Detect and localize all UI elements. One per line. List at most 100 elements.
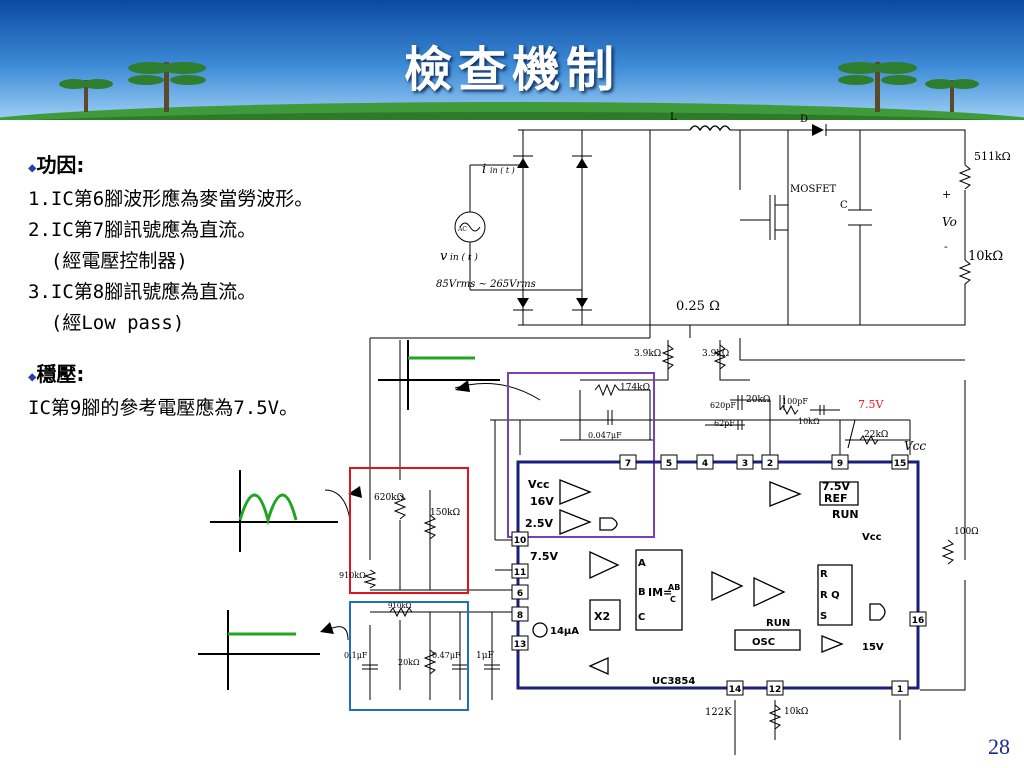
capacitor-label: 0.047μF [588,431,622,440]
capacitor-label: 620pF [710,401,736,410]
ref-voltage-label: 7.5V [858,398,884,411]
svg-text:2: 2 [767,459,773,469]
capacitor-label: 0.1μF [344,651,368,660]
bullet-line: 1.IC第6腳波形應為麥當勞波形。 [28,188,314,210]
inductor-label: L [670,112,677,123]
rectified-wave-pin6 [238,493,298,526]
svg-text:13: 13 [514,640,527,650]
diode-label: D [800,114,808,125]
resistor-label: 20kΩ [398,658,420,667]
ic-pin-11: 11 [511,563,529,579]
vo-minus-label: - [944,240,948,253]
ic-label: C [670,595,676,604]
ic-label: X2 [594,610,610,623]
sense-resistor-label: 0.25 Ω [676,299,720,314]
ic-label: 16V [530,495,554,508]
palm-tree-right-small-icon [925,79,979,112]
resistor-label: 910kΩ [339,571,366,580]
ic-name: UC3854 [652,676,695,687]
ic-label: R Q [820,590,840,601]
ic-pin-3: 3 [736,454,754,470]
svg-text:3: 3 [742,459,748,469]
resistor-label: 910kΩ [388,602,412,610]
resistor-label: 10kΩ [784,707,808,717]
diamond-bullet-icon: ◆ [28,160,37,176]
ic-pin-13: 13 [511,635,529,651]
ic-pin-15: 15 [891,454,909,470]
resistor-label: 10kΩ [968,249,1003,264]
resistor-label: 511kΩ [974,150,1011,163]
resistor-label: 3.9kΩ [702,349,729,359]
ic-label: OSC [752,637,775,648]
ic-pin-14: 14 [726,680,744,696]
banner-scenery [0,62,1024,120]
ic-label: IM= [648,586,672,599]
ic-label: 7.5V [530,550,558,563]
blue-highlight-box [349,601,469,711]
bullet-line: (經電壓控制器) [28,250,188,272]
resistor-label: 620kΩ [374,493,404,503]
resistor-label: 3.9kΩ [634,349,661,359]
bullet-line: 3.IC第8腳訊號應為直流。 [28,281,257,303]
ic-pin-7: 7 [619,454,637,470]
vcc-label: Vcc [904,439,926,453]
ic-pin-4: 4 [696,454,714,470]
bullet-line: IC第9腳的參考電壓應為7.5V。 [28,397,299,419]
bullet-line: (經Low pass) [28,312,185,334]
svg-text:7: 7 [625,459,631,469]
ic-label: 15V [862,642,884,653]
svg-text:4: 4 [702,459,708,469]
section-header-reg: 穩壓: [36,362,85,386]
bullet-line: 2.IC第7腳訊號應為直流。 [28,219,257,241]
palm-tree-left-small-icon [59,79,113,112]
palm-tree-right-icon [838,62,917,112]
slide-title: 檢查機制 [403,42,620,98]
header-banner: 檢查機制 [0,0,1024,120]
ic-pin-16: 16 [909,611,927,627]
ic-label: REF [824,492,848,505]
ic-label: AB [668,583,680,592]
mosfet-label: MOSFET [790,184,837,195]
ic-pin-1: 1 [891,680,909,696]
ic-label: 2.5V [525,517,553,530]
ic-pin-6: 6 [511,584,529,600]
ic-label: R [820,569,828,580]
resistor-label: 20kΩ [746,395,770,405]
ic-label: RUN [766,618,790,629]
vo-label: Vo [942,215,957,229]
svg-text:15: 15 [894,459,907,469]
svg-text:10: 10 [514,536,527,546]
capacitor-label: C [840,200,848,211]
resistor-label: 174kΩ [620,383,650,393]
resistor-label: 122K [705,707,732,718]
ic-pin-5: 5 [660,454,678,470]
palm-tree-left-icon [128,62,206,112]
ic-pin-10: 10 [511,531,529,547]
input-range-label: 85Vrms ~ 265Vrms [436,279,536,290]
vo-plus-label: + [942,188,951,201]
ic-label: A [638,558,646,569]
svg-text:1: 1 [897,685,903,695]
svg-text:9: 9 [837,459,843,469]
capacitor-label: 1μF [476,651,494,661]
page-number: 28 [988,734,1010,759]
iin-label: i [482,162,486,177]
ic-label: C [638,612,645,623]
svg-text:16: 16 [912,616,925,626]
red-highlight-box [349,467,469,594]
bullet-text: ◆功因: 1.IC第6腳波形應為麥當勞波形。 2.IC第7腳訊號應為直流。 (經… [28,150,408,424]
section-header-pf: 功因: [36,153,85,177]
svg-text:5: 5 [666,459,672,469]
diamond-bullet-icon: ◆ [28,369,37,385]
ic-label: Vcc [862,532,882,543]
svg-text:11: 11 [514,568,527,578]
ic-label: Vcc [528,478,550,491]
resistor-label: 10kΩ [798,417,820,426]
resistor-label: 22kΩ [864,430,888,440]
iin-sub-label: in ( t ) [490,166,515,175]
ic-label: 14μA [550,626,579,637]
capacitor-label: 62pF [714,419,735,428]
resistor-label: 100Ω [954,527,979,537]
svg-text:8: 8 [517,611,523,621]
